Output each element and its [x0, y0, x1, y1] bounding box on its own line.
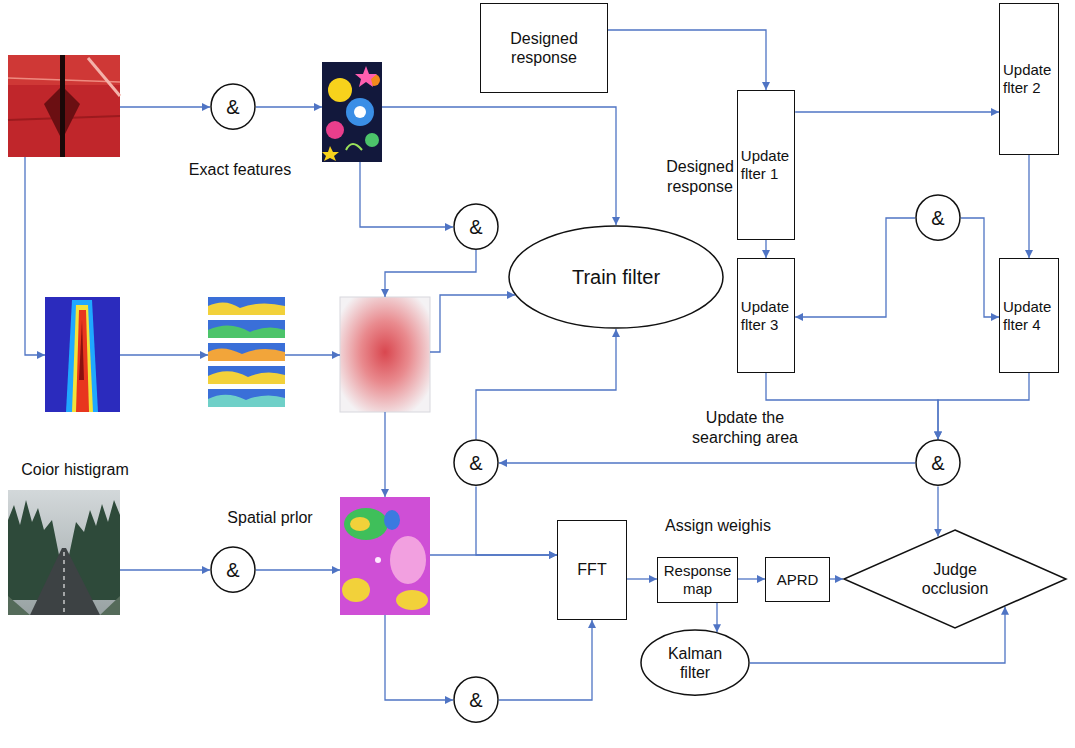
connector-arrow	[499, 462, 915, 463]
annotation-label: Assign weighis	[653, 516, 783, 536]
node-text: Judge occlusion	[910, 560, 1000, 598]
node-text: &	[469, 688, 482, 712]
annotation-label: Exact features	[170, 160, 310, 180]
annotation-label: Update the searching area	[685, 408, 805, 448]
ellipse-shape	[454, 677, 498, 722]
node-text: Update flter 1	[741, 147, 791, 183]
decision-diamond: Judge occlusion	[843, 529, 1067, 629]
process-ellipse: Kalman filter	[640, 629, 750, 696]
process-box: Designed response	[480, 3, 608, 93]
process-box: Update flter 4	[999, 258, 1059, 373]
road-image	[8, 490, 120, 615]
annotation-label: Designed response	[660, 157, 740, 197]
ellipse-shape	[916, 195, 960, 240]
connector-arrow	[765, 240, 766, 258]
ellipse-shape	[211, 84, 255, 129]
and-circle: &	[915, 194, 961, 241]
connector-arrow	[608, 30, 766, 90]
process-box: Update flter 2	[999, 3, 1059, 155]
and-circle: &	[453, 676, 499, 723]
node-text: &	[226, 558, 239, 582]
connector-arrow	[738, 578, 765, 579]
wire	[25, 107, 616, 700]
process-box: Response map	[657, 557, 738, 603]
node-text: Designed response	[494, 29, 594, 67]
ellipse-shape	[641, 630, 749, 695]
annotation-label: Spatial prlor	[205, 508, 335, 528]
process-box: APRD	[765, 557, 830, 602]
ellipse-shape	[454, 440, 498, 485]
node-text: Update flter 2	[1003, 61, 1055, 97]
node-text: APRD	[777, 571, 819, 589]
node-text: Kalman filter	[665, 644, 725, 682]
strip-images	[208, 297, 285, 407]
connector-arrow	[499, 620, 592, 700]
ellipse-outline	[640, 629, 750, 696]
connector-arrow	[476, 487, 557, 555]
node-text: &	[469, 215, 482, 239]
connector-arrow	[1028, 155, 1029, 258]
feature-image	[322, 62, 382, 162]
node-text: &	[469, 451, 482, 475]
process-box: Update flter 1	[737, 90, 795, 240]
node-text: Update flter 3	[741, 298, 791, 334]
spatial-prior-image	[340, 297, 430, 412]
process-box: Update flter 3	[737, 258, 795, 373]
node-text: Train filter	[572, 265, 660, 289]
ellipse-shape	[211, 547, 255, 592]
diamond-outline	[843, 529, 1067, 629]
process-box: FFT	[557, 520, 627, 620]
and-circle: &	[915, 439, 961, 486]
ellipse-shape	[916, 440, 960, 485]
node-text: &	[931, 451, 944, 475]
node-text: &	[931, 206, 944, 230]
and-circle: &	[453, 439, 499, 486]
connector-arrow	[627, 578, 657, 579]
and-circle: &	[453, 203, 499, 250]
node-text: FFT	[577, 560, 606, 579]
process-ellipse: Train filter	[508, 225, 724, 329]
connector-arrow	[795, 218, 915, 317]
node-text: &	[226, 95, 239, 119]
input-image	[8, 55, 120, 157]
connector-arrow	[830, 578, 843, 579]
annotation-label: Coior histigram	[5, 460, 145, 480]
ellipse-shape	[454, 204, 498, 249]
connector-arrow	[938, 373, 1029, 439]
node-text: Update flter 4	[1003, 298, 1055, 334]
node-text: Response map	[662, 562, 734, 598]
histogram-image	[45, 297, 120, 412]
weight-map-image	[340, 497, 430, 615]
and-circle: &	[210, 83, 256, 130]
and-circle: &	[210, 546, 256, 593]
ellipse-shape	[509, 226, 723, 328]
connector-arrow	[716, 603, 717, 633]
connector-arrow	[795, 111, 999, 112]
connector-arrow	[961, 218, 999, 317]
diamond-shape	[844, 530, 1066, 628]
connector-arrow	[937, 487, 938, 537]
connector-arrow	[476, 329, 616, 439]
